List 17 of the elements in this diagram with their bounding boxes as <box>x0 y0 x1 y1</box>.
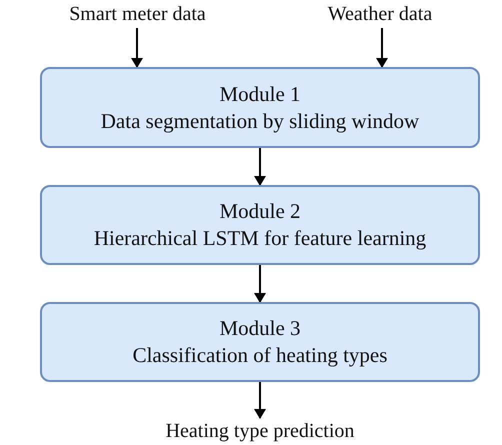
arrow <box>254 382 266 419</box>
arrow <box>254 148 266 186</box>
arrow <box>131 28 143 68</box>
arrow <box>376 28 388 68</box>
output-label: Heating type prediction <box>166 419 354 444</box>
module-description: Hierarchical LSTM for feature learning <box>94 225 426 252</box>
process-box <box>40 302 480 382</box>
module-description: Data segmentation by sliding window <box>100 108 420 134</box>
module-title: Module 2 <box>219 198 301 225</box>
process-box <box>40 67 480 148</box>
input-label: Smart meter data <box>69 2 206 26</box>
module-title: Module 1 <box>219 80 301 108</box>
module-title: Module 3 <box>219 315 301 342</box>
arrow <box>254 265 266 303</box>
process-box <box>40 185 480 265</box>
input-label: Weather data <box>328 2 432 26</box>
module-description: Classification of heating types <box>132 342 388 369</box>
